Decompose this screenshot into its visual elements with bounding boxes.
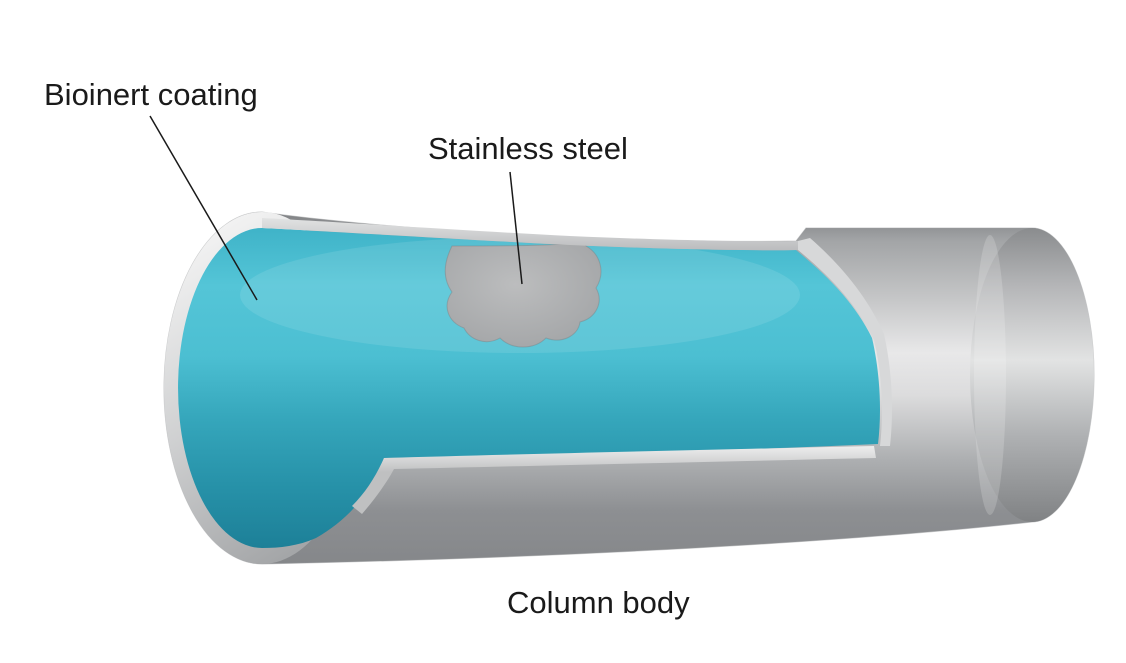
stainless-steel-label: Stainless steel [428, 131, 628, 166]
leader-line-stainless [509, 171, 523, 285]
leader-line-bioinert [149, 115, 258, 301]
step-cut-edge [352, 446, 876, 514]
end-cap-sheen [974, 235, 1006, 515]
bioinert-coating-label: Bioinert coating [44, 77, 258, 112]
diagonal-cut-edge [798, 238, 892, 446]
column-body-label: Column body [507, 585, 690, 620]
tube-end-cap [970, 228, 1094, 522]
bioinert-coating-surface [178, 228, 881, 548]
top-cut-edge [262, 218, 798, 251]
